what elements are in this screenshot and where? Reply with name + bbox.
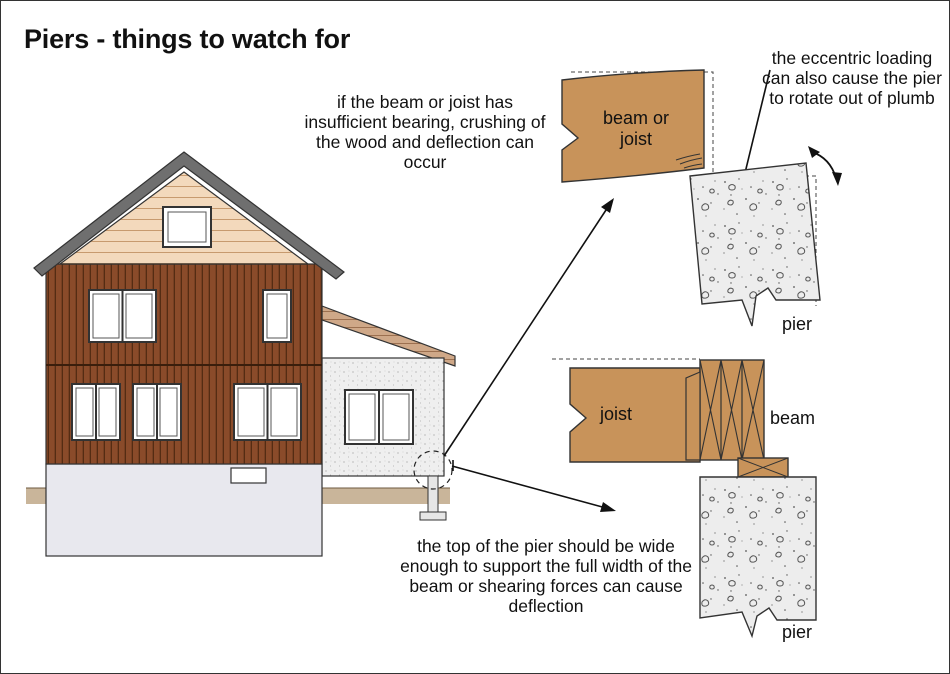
figure-title: Piers - things to watch for — [24, 24, 351, 54]
label-beam: beam — [770, 408, 816, 428]
main-roof — [33, 151, 345, 280]
addition-roof — [321, 305, 456, 367]
bottom-pier — [699, 476, 817, 639]
detail-pier-width — [552, 358, 817, 639]
callout-bearing: if the beam or joist has insufficient be… — [304, 92, 546, 172]
foundation-wall — [45, 463, 323, 557]
bottom-joist — [569, 367, 701, 463]
basement-vent — [230, 467, 267, 484]
top-pier — [689, 162, 821, 327]
label-joist: joist — [600, 404, 633, 424]
leader-arrows — [443, 69, 771, 512]
rotation-arrow — [808, 146, 842, 186]
label-beam-or-joist: beam or joist — [602, 108, 670, 149]
addition-wall — [321, 357, 445, 477]
house-illustration — [26, 151, 456, 557]
pier-detail-circle — [413, 450, 453, 490]
top-beam — [561, 69, 705, 183]
label-pier-bottom: pier — [782, 622, 813, 642]
callout-rotation: the eccentric loading can also cause the… — [762, 48, 942, 108]
upper-windows — [88, 289, 292, 343]
callout-pier-width: the top of the pier should be wide enoug… — [400, 536, 692, 616]
detail-rotated-pier — [561, 69, 821, 327]
house-pier — [413, 450, 453, 521]
label-pier-top: pier — [782, 314, 813, 334]
lower-windows — [71, 383, 302, 441]
